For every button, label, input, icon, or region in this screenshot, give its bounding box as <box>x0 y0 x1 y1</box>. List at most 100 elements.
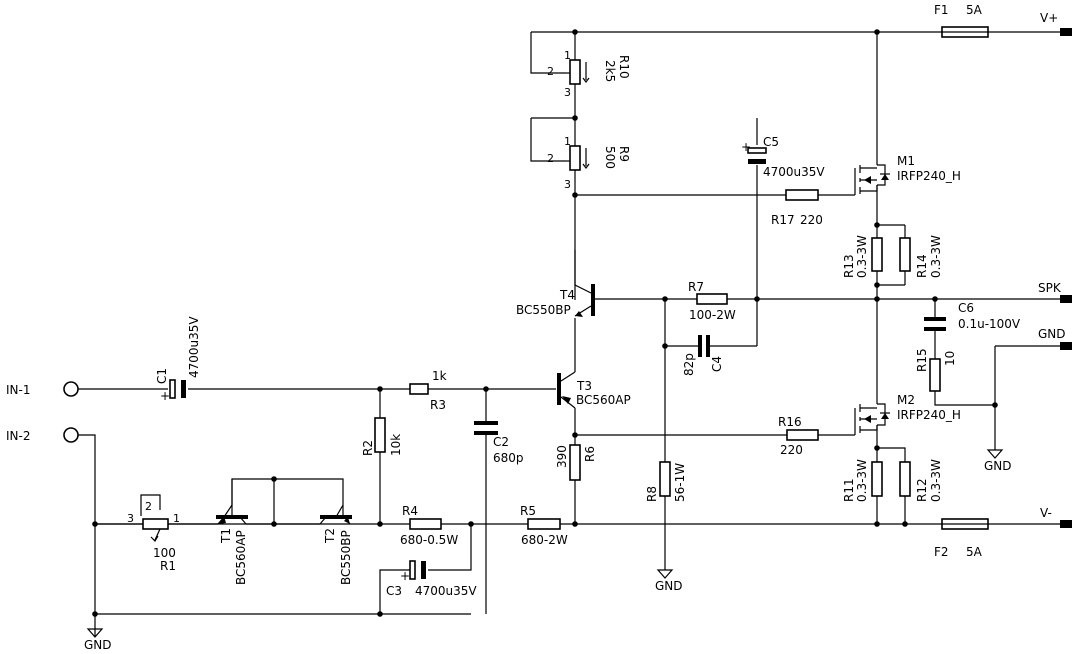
port-in1: IN-1 <box>6 381 79 397</box>
c4-value: 82p <box>682 353 696 376</box>
transistor-t3: T3 BC560AP <box>557 371 631 409</box>
port-in2: IN-2 <box>6 427 79 443</box>
transistor-t1: T1 BC560AP <box>216 479 248 585</box>
t3-ref: T3 <box>576 379 592 393</box>
resistor-r13: R13 0.3-3W <box>842 235 883 278</box>
r5-ref: R5 <box>520 504 536 518</box>
c5-value: 4700u35V <box>763 165 825 179</box>
port-in2-label: IN-2 <box>6 429 30 443</box>
port-gnd-label: GND <box>1038 327 1066 341</box>
capacitor-c6: C6 0.1u-100V <box>924 301 1021 331</box>
c4-ref: C4 <box>710 356 724 372</box>
resistor-r5: R5 680-2W <box>520 504 568 547</box>
ground-symbol-r8: GND <box>655 560 683 593</box>
r12-ref: R12 <box>915 478 929 502</box>
capacitor-c3: + C3 4700u35V <box>386 560 477 598</box>
fuse-f2: F2 5A <box>934 518 989 559</box>
c6-value: 0.1u-100V <box>958 317 1021 331</box>
c2-ref: C2 <box>493 435 509 449</box>
r11-ref: R11 <box>842 478 856 502</box>
r1-pin3: 3 <box>127 512 134 525</box>
port-vplus-label: V+ <box>1040 11 1058 25</box>
r15-value: 10 <box>943 351 957 366</box>
m2-value: IRFP240_H <box>897 408 961 422</box>
c1-polarity: + <box>160 389 170 403</box>
t1-value: BC560AP <box>234 530 248 585</box>
t4-ref: T4 <box>559 288 575 302</box>
port-vplus: V+ <box>1040 11 1072 36</box>
capacitor-c4: 82p C4 <box>682 335 724 376</box>
resistor-r14: R14 0.3-3W <box>899 235 943 278</box>
pot-r10: 1 2 3 2k5 R10 <box>547 49 631 99</box>
f2-ref: F2 <box>934 545 949 559</box>
r11-value: 0.3-3W <box>855 459 869 502</box>
r2-ref: R2 <box>361 440 375 456</box>
r2-value: 10k <box>389 434 403 456</box>
r1-value: 100 <box>153 546 176 560</box>
r16-ref: R16 <box>778 415 802 429</box>
port-spk-label: SPK <box>1038 281 1062 295</box>
r17-value: 220 <box>800 213 823 227</box>
resistor-r11: R11 0.3-3W <box>842 459 883 502</box>
c6-ref: C6 <box>958 301 974 315</box>
ground-label-right: GND <box>984 459 1012 473</box>
r1-pin2: 2 <box>145 500 152 513</box>
r13-ref: R13 <box>842 254 856 278</box>
port-spk: SPK <box>1038 281 1072 303</box>
r1-ref: R1 <box>160 559 176 573</box>
t4-value: BC550BP <box>516 303 571 317</box>
r10-ref: R10 <box>617 55 631 79</box>
fuse-f1: F1 5A <box>934 3 989 38</box>
pot-r1: 3 2 1 100 R1 <box>127 500 180 573</box>
mosfet-m1: M1 IRFP240_H <box>854 154 961 195</box>
r8-ref: R8 <box>645 486 659 502</box>
r13-value: 0.3-3W <box>855 235 869 278</box>
r9-ref: R9 <box>617 146 631 162</box>
c3-ref: C3 <box>386 584 402 598</box>
resistor-r17: R17 220 <box>771 189 823 227</box>
c2-value: 680p <box>493 451 524 465</box>
resistor-r2: R2 10k <box>361 417 403 456</box>
resistor-r16: R16 220 <box>778 415 819 457</box>
mosfet-m2: M2 IRFP240_H <box>854 393 961 435</box>
r10-pin3: 3 <box>564 86 571 99</box>
resistor-r7: R7 100-2W <box>688 280 736 322</box>
r6-value: 390 <box>555 445 569 468</box>
t3-value: BC560AP <box>576 393 631 407</box>
c1-ref: C1 <box>155 368 169 384</box>
c5-ref: C5 <box>763 135 779 149</box>
transistor-t2: T2 BC550BP <box>319 504 353 585</box>
r9-pin3: 3 <box>564 178 571 191</box>
r14-ref: R14 <box>915 254 929 278</box>
port-in1-label: IN-1 <box>6 383 30 397</box>
r9-pin2: 2 <box>547 152 554 165</box>
r6-ref: R6 <box>583 446 597 462</box>
r12-value: 0.3-3W <box>929 459 943 502</box>
resistor-r4: R4 680-0.5W <box>400 504 458 547</box>
r3-ref: R3 <box>430 398 446 412</box>
r3-value: 1k <box>432 369 447 383</box>
c5-polarity: + <box>741 140 751 154</box>
r10-value: 2k5 <box>603 60 617 82</box>
r9-value: 500 <box>603 146 617 169</box>
r7-value: 100-2W <box>689 308 736 322</box>
r17-ref: R17 <box>771 213 795 227</box>
r14-value: 0.3-3W <box>929 235 943 278</box>
t2-value: BC550BP <box>339 530 353 585</box>
r10-pin1: 1 <box>564 49 571 62</box>
capacitor-c2: C2 680p <box>474 421 524 465</box>
m2-ref: M2 <box>897 393 915 407</box>
ground-symbol-left: GND <box>84 628 112 652</box>
resistor-r3: 1k R3 <box>409 369 447 412</box>
m1-ref: M1 <box>897 154 915 168</box>
port-vminus: V- <box>1040 506 1072 528</box>
r4-ref: R4 <box>402 504 418 518</box>
r9-pin1: 1 <box>564 135 571 148</box>
pot-r9: 1 2 3 500 R9 <box>547 135 631 191</box>
r7-ref: R7 <box>688 280 704 294</box>
resistor-r8: R8 56-1W <box>645 461 687 502</box>
capacitor-c1: + C1 4700u35V <box>155 316 201 403</box>
resistor-r6: 390 R6 <box>555 444 597 481</box>
capacitor-c5: + C5 4700u35V <box>741 135 825 179</box>
